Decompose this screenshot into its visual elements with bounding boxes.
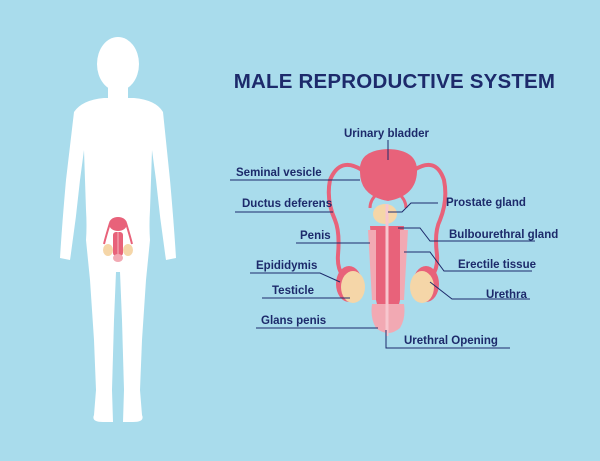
- label-penis: Penis: [300, 230, 331, 242]
- prostate-gland-shape: [373, 204, 397, 224]
- label-urethra: Urethra: [486, 289, 527, 301]
- label-epididymis: Epididymis: [256, 260, 318, 272]
- testicle-left: [341, 271, 365, 303]
- label-glans-penis: Glans penis: [261, 315, 327, 327]
- label-urethral-opening: Urethral Opening: [404, 335, 498, 347]
- label-urinary-bladder: Urinary bladder: [344, 128, 429, 140]
- label-testicle: Testicle: [272, 285, 314, 297]
- ductus-deferens-left: [326, 162, 364, 278]
- urinary-bladder-shape: [359, 149, 418, 201]
- label-prostate-gland: Prostate gland: [446, 197, 526, 209]
- label-seminal-vesicle: Seminal vesicle: [236, 167, 322, 179]
- mini-organ-figure: [103, 217, 133, 262]
- page-title: MALE REPRODUCTIVE SYSTEM: [233, 70, 556, 93]
- label-ductus-deferens: Ductus deferens: [242, 198, 333, 210]
- leader-lines: [230, 140, 535, 349]
- label-bulbourethral-gland: Bulbourethral gland: [449, 229, 559, 241]
- label-erectile-tissue: Erectile tissue: [458, 259, 536, 271]
- testicle-right: [410, 271, 434, 303]
- ductus-deferens-right: [412, 162, 448, 278]
